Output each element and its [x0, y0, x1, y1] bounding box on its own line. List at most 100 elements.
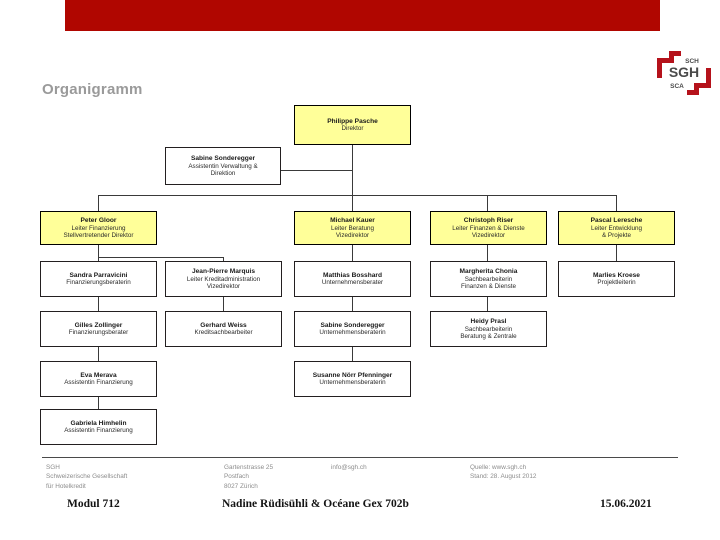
svg-text:SGH: SGH — [669, 64, 699, 80]
org-node-sabine-sonderegger-consultant[interactable]: Sabine Sonderegger Unternehmensberaterin — [294, 311, 411, 347]
connector-drop-kauer — [352, 195, 353, 211]
org-node-eva-merava[interactable]: Eva Merava Assistentin Finanzierung — [40, 361, 157, 397]
org-node-name: Susanne Nörr Pfenninger — [312, 371, 393, 379]
slide-footer-module: Modul 712 — [67, 498, 120, 510]
org-node-role-2: & Projekte — [601, 231, 632, 239]
connector-kauer-bosshard — [352, 245, 353, 261]
connector-bosshard-sonderegger2 — [352, 297, 353, 311]
org-node-name: Margherita Chonia — [459, 268, 518, 276]
connector-chonia-prasl — [487, 297, 488, 311]
footer-divider — [42, 457, 678, 458]
org-node-name: Christoph Riser — [463, 217, 514, 225]
footer-street: Gartenstrasse 25 — [224, 464, 274, 471]
connector-pasche-down — [352, 145, 353, 195]
connector-drop-marquis — [223, 257, 224, 261]
org-node-peter-gloor[interactable]: Peter Gloor Leiter Finanzierung Stellver… — [40, 211, 157, 245]
connector-merava-himhelin — [98, 397, 99, 409]
slide-footer-authors: Nadine Rüdisühli & Océane Gex 702b — [222, 498, 409, 510]
connector-drop-gloor — [98, 195, 99, 211]
org-node-role: Leiter Finanzen & Dienste — [452, 224, 525, 232]
org-node-name: Sandra Parravicini — [69, 271, 128, 279]
org-node-role: Kreditsachbearbeiter — [194, 329, 253, 337]
connector-parravicini-zollinger — [98, 297, 99, 311]
org-node-role: Leiter Entwicklung — [590, 224, 643, 232]
org-node-name: Philippe Pasche — [327, 117, 378, 125]
org-node-heidy-prasl[interactable]: Heidy Prasl Sachbearbeiterin Beratung & … — [430, 311, 547, 347]
slide-footer-date: 15.06.2021 — [600, 498, 652, 510]
footer-postbox: Postfach — [224, 473, 249, 481]
org-node-name: Michael Kauer — [330, 217, 375, 225]
org-node-name: Heidy Prasl — [470, 318, 507, 326]
footer-company-line3: für Hotelkredit — [46, 482, 86, 490]
footer-source-date: Stand: 28. August 2012 — [470, 473, 537, 481]
org-node-sandra-parravicini[interactable]: Sandra Parravicini Finanzierungsberateri… — [40, 261, 157, 297]
footer-email-block[interactable]: info@sgh.ch — [331, 463, 367, 472]
connector-gloor-split — [98, 257, 223, 258]
org-node-sabine-sonderegger-assistant[interactable]: Sabine Sonderegger Assistentin Verwaltun… — [165, 147, 281, 185]
org-node-role-2: Stellvertretender Direktor — [63, 231, 134, 239]
org-node-gilles-zollinger[interactable]: Gilles Zollinger Finanzierungsberater — [40, 311, 157, 347]
footer-city: 8027 Zürich — [224, 482, 258, 490]
org-node-gabriela-himhelin[interactable]: Gabriela Himhelin Assistentin Finanzieru… — [40, 409, 157, 445]
org-node-michael-kauer[interactable]: Michael Kauer Leiter Beratung Vizedirekt… — [294, 211, 411, 245]
svg-text:SCA: SCA — [670, 83, 684, 90]
org-node-marlies-kroese[interactable]: Marlies Kroese Projektleiterin — [558, 261, 675, 297]
org-node-name: Sabine Sonderegger — [320, 321, 385, 329]
footer-source-block: Quelle: www.sgh.ch Stand: 28. August 201… — [470, 463, 536, 482]
connector-riser-chonia — [487, 245, 488, 261]
footer-company-line2: Schweizerische Gesellschaft — [46, 473, 128, 481]
org-node-role-2: Finanzen & Dienste — [461, 282, 516, 290]
org-node-name: Matthias Bosshard — [323, 271, 382, 279]
org-node-jean-pierre-marquis[interactable]: Jean-Pierre Marquis Leiter Kreditadminis… — [165, 261, 282, 297]
org-node-name: Gerhard Weiss — [200, 321, 247, 329]
connector-main-bus — [98, 195, 616, 196]
org-node-role: Unternehmensberater — [321, 279, 384, 287]
org-node-role-2: Vizedirektor — [206, 282, 241, 290]
bottom-strip — [0, 519, 720, 540]
org-node-name: Marlies Kroese — [593, 271, 640, 279]
org-node-christoph-riser[interactable]: Christoph Riser Leiter Finanzen & Dienst… — [430, 211, 547, 245]
org-node-role: Leiter Finanzierung — [71, 224, 126, 232]
org-node-role: Unternehmensberaterin — [319, 329, 386, 337]
org-node-susanne-noerr-pfenninger[interactable]: Susanne Nörr Pfenninger Unternehmensbera… — [294, 361, 411, 397]
org-node-role: Direktor — [341, 125, 364, 133]
org-node-role-2: Vizedirektor — [335, 231, 370, 239]
footer-email[interactable]: info@sgh.ch — [331, 464, 367, 471]
org-node-role: Assistentin Finanzierung — [64, 427, 133, 435]
svg-text:SCH: SCH — [685, 58, 699, 65]
footer-source-url: Quelle: www.sgh.ch — [470, 464, 527, 471]
org-node-matthias-bosshard[interactable]: Matthias Bosshard Unternehmensberater — [294, 261, 411, 297]
org-node-role: Projektleiterin — [597, 279, 636, 287]
org-node-role: Leiter Beratung — [330, 224, 375, 232]
footer-company-name: SGH — [46, 464, 60, 471]
connector-drop-riser — [487, 195, 488, 211]
org-chart: Philippe Pasche Direktor Sabine Sondereg… — [40, 105, 675, 445]
org-node-pascal-leresche[interactable]: Pascal Leresche Leiter Entwicklung & Pro… — [558, 211, 675, 245]
org-node-gerhard-weiss[interactable]: Gerhard Weiss Kreditsachbearbeiter — [165, 311, 282, 347]
connector-leresche-kroese — [616, 245, 617, 261]
footer-address-block: Gartenstrasse 25 Postfach 8027 Zürich — [224, 463, 273, 491]
top-red-banner — [65, 0, 660, 31]
connector-zollinger-merava — [98, 347, 99, 361]
org-node-name: Peter Gloor — [80, 217, 117, 225]
org-node-role: Finanzierungsberater — [68, 329, 129, 337]
connector-drop-leresche — [616, 195, 617, 211]
page-title: Organigramm — [42, 81, 143, 98]
org-node-name: Eva Merava — [80, 371, 117, 379]
org-node-role-2: Direktion — [210, 169, 236, 177]
org-node-role-2: Vizedirektor — [471, 231, 506, 239]
connector-marquis-weiss — [223, 297, 224, 311]
org-node-role: Assistentin Finanzierung — [64, 379, 133, 387]
org-node-role: Leiter Kreditadministration — [186, 275, 261, 283]
footer-company-block: SGH Schweizerische Gesellschaft für Hote… — [46, 463, 127, 491]
connector-drop-parravicini — [98, 257, 99, 261]
connector-gloor-down — [98, 245, 99, 257]
org-node-margherita-chonia[interactable]: Margherita Chonia Sachbearbeiterin Finan… — [430, 261, 547, 297]
org-node-role: Finanzierungsberaterin — [66, 279, 131, 287]
org-node-role: Sachbearbeiterin — [464, 325, 513, 333]
org-node-philippe-pasche[interactable]: Philippe Pasche Direktor — [294, 105, 411, 145]
org-node-role: Unternehmensberaterin — [319, 379, 386, 387]
org-node-name: Gilles Zollinger — [74, 321, 123, 329]
connector-sonderegger2-pfenninger — [352, 347, 353, 361]
